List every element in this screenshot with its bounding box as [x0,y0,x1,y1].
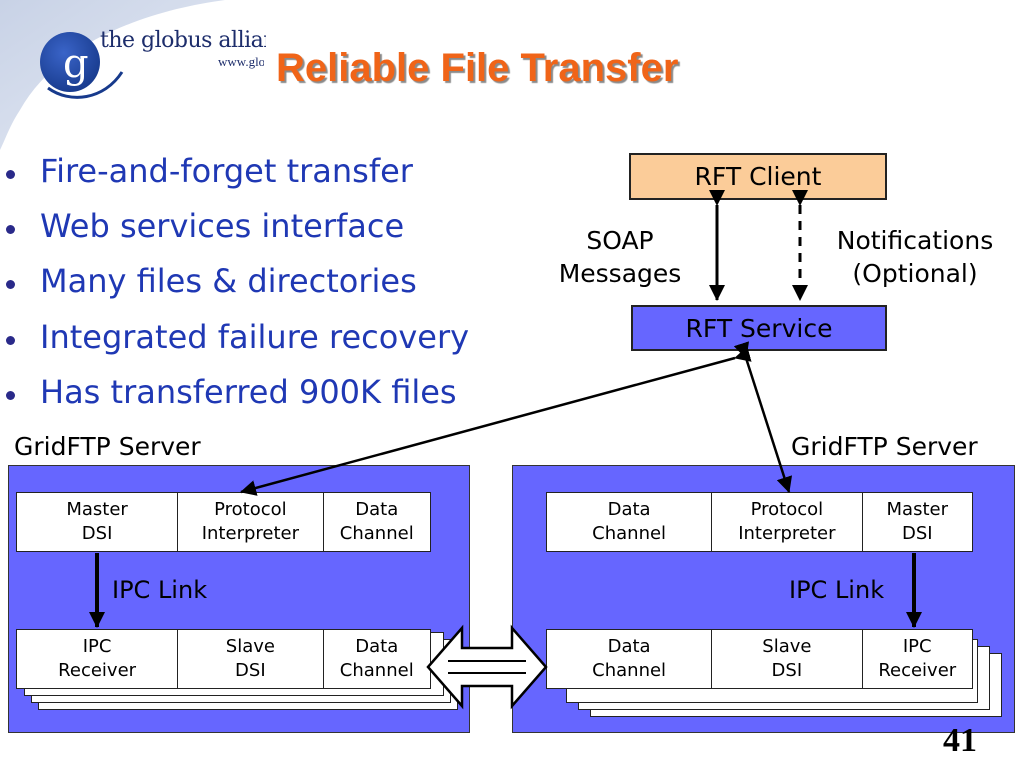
right-data-channel-bottom: Data Channel [547,630,713,688]
left-top-row: Master DSI Protocol Interpreter Data Cha… [16,492,431,552]
logo-mark-letter: g [63,41,89,87]
service-to-left-pi-arrow [240,346,752,496]
slide-title: Reliable File Transfer [276,46,679,90]
right-ipc-receiver: IPC Receiver [878,636,957,681]
left-slave-dsi: Slave DSI [178,630,324,688]
bullet-dot-icon [6,225,15,234]
globus-logo-icon: g [0,0,225,150]
page-number: 41 [943,722,977,759]
right-bottom-row: Data Channel Slave DSI IPC Receiver [546,629,973,689]
left-master-dsi: Master DSI [17,493,179,551]
bullet-text: Web services interface [40,207,405,245]
right-top-row: Data Channel Protocol Interpreter Master… [546,492,973,552]
right-slave-dsi: Slave DSI [712,630,863,688]
left-protocol-interpreter: Protocol Interpreter [178,493,324,551]
right-protocol-interpreter: Protocol Interpreter [712,493,863,551]
logo-org-text: the globus alliance [100,28,266,53]
left-ipc-receiver: IPC Receiver [17,630,179,688]
data-channel-transfer-arrow [426,624,548,710]
bullet-item: Many files & directories [0,260,560,300]
bullet-dot-icon [6,170,15,179]
right-data-channel-top: Data Channel [547,493,713,551]
bullet-item: Web services interface [0,205,560,245]
rft-client-box: RFT Client [629,153,887,200]
left-server-title: GridFTP Server [14,432,201,461]
logo-url-text: www.globus.org [218,54,264,69]
bullet-text: Many files & directories [40,262,417,300]
right-master-dsi: Master DSI [886,499,948,544]
right-server-title: GridFTP Server [791,432,978,461]
bullet-dot-icon [6,391,15,400]
right-ipc-link-label: IPC Link [789,576,885,604]
notifications-label: Notifications (Optional) [836,226,994,288]
left-bottom-row: IPC Receiver Slave DSI Data Channel [16,629,431,689]
bullet-dot-icon [6,280,15,289]
bullet-dot-icon [6,336,15,345]
service-to-right-pi-arrow [733,341,793,493]
left-data-channel-bottom: Data Channel [339,636,414,681]
left-data-channel-top: Data Channel [339,499,414,544]
left-ipc-link-label: IPC Link [112,576,208,604]
bullet-text: Fire-and-forget transfer [40,152,413,190]
bullet-item: Fire-and-forget transfer [0,150,560,190]
soap-messages-label: SOAP Messages [558,226,682,288]
